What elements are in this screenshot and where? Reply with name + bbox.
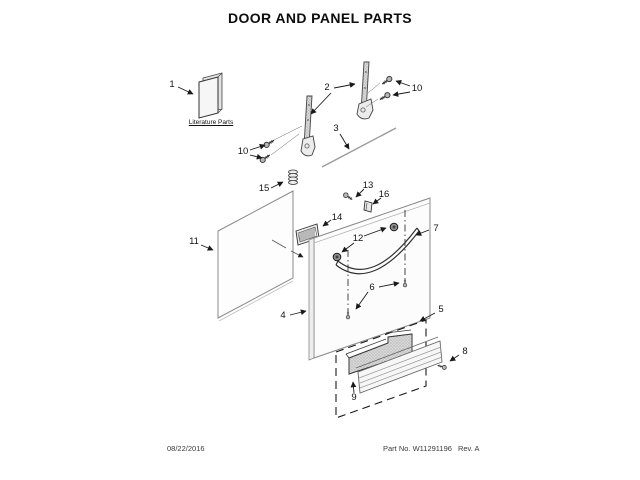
hinge-screws [258, 74, 394, 165]
callout-11: 11 [189, 236, 199, 247]
page-title: DOOR AND PANEL PARTS [227, 10, 413, 26]
mounting-centerlines [345, 210, 408, 320]
callout-14: 14 [332, 212, 343, 223]
callout-3: 3 [333, 123, 338, 134]
door-spring [288, 169, 298, 185]
access-panel-screw [436, 362, 448, 371]
callout-7: 7 [433, 223, 438, 234]
hinge-right [356, 61, 374, 120]
handle-clip [363, 200, 373, 213]
outer-door-panel [217, 190, 294, 322]
inner-door-panel [308, 197, 431, 361]
access-panel-boundary [335, 319, 427, 419]
footer-part-info: Part No. W11291196 Rev. A [383, 444, 479, 453]
handle-screw [341, 191, 355, 203]
callout-labels: 1 2 10 3 10 13 15 16 14 7 12 11 6 5 4 8 … [169, 79, 467, 403]
literature-parts-label: Literature Parts [188, 119, 234, 126]
callout-2: 2 [324, 82, 329, 93]
callout-1: 1 [169, 79, 174, 90]
callout-6: 6 [369, 282, 374, 293]
callout-15: 15 [259, 183, 270, 194]
callout-10-left: 10 [238, 146, 249, 157]
footer-date: 08/22/2016 [167, 444, 205, 453]
footer-part-number: Part No. W11291196 [383, 444, 452, 453]
callout-12: 12 [353, 233, 364, 244]
handle-fasteners [332, 222, 399, 262]
footer-revision: Rev. A [457, 444, 480, 453]
callout-5: 5 [438, 304, 443, 315]
callout-13: 13 [363, 180, 374, 191]
hinge-left [300, 95, 316, 157]
literature-book [198, 72, 223, 119]
kick-panel [355, 336, 443, 394]
callout-16: 16 [379, 189, 390, 200]
callout-4: 4 [280, 310, 285, 321]
callout-leader-lines [177, 80, 460, 394]
callout-9: 9 [351, 392, 356, 403]
callout-8: 8 [462, 346, 467, 357]
hinge-rod [321, 127, 397, 168]
callout-10-right: 10 [412, 83, 423, 94]
insertion-direction-line [271, 239, 304, 258]
insulation-strip [345, 329, 413, 375]
